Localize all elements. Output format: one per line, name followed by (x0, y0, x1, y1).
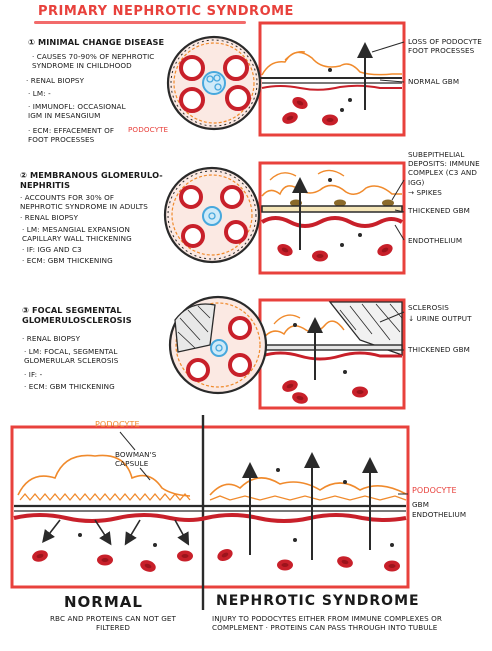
glomerulus-1 (166, 35, 262, 131)
section-1-line: · RENAL BIOPSY (26, 76, 85, 85)
panel-minimal-change (258, 21, 406, 137)
label-thickened-gbm: THICKENED GBM (408, 206, 470, 215)
title-underline (34, 21, 246, 24)
glomerulus-3 (168, 295, 268, 395)
section-2-line: · ECM: GBM THICKENING (22, 256, 113, 265)
section-1-line: FOOT PROCESSES (28, 135, 95, 144)
section-2-heading: ② MEMBRANOUS GLOMERULO- NEPHRITIS (20, 170, 163, 190)
glomerulus-2 (163, 166, 261, 264)
label-normal-gbm: NORMAL GBM (408, 77, 460, 86)
label-gbm-right: GBM (412, 500, 430, 509)
label-podocyte-right: PODOCYTE (412, 486, 457, 495)
page-title: PRIMARY NEPHROTIC SYNDROME (38, 4, 294, 19)
nephrotic-description: INJURY TO PODOCYTES EITHER FROM IMMUNE C… (212, 614, 443, 633)
panel-fsgs (258, 298, 406, 410)
section-2-line: · IF: IgG AND C3 (22, 245, 82, 254)
section-3-line: · IF: - (24, 370, 43, 379)
normal-title: NORMAL (64, 593, 143, 611)
section-2-line: · ACCOUNTS FOR 30% OF (20, 193, 115, 202)
section-2-line: · RENAL BIOPSY (20, 213, 79, 222)
ecm-podocyte-highlight: PODOCYTE (128, 125, 169, 134)
panel-membranous (258, 161, 406, 275)
comparison-diagram (10, 415, 410, 610)
section-3-heading: ③ FOCAL SEGMENTAL GLOMERULOSCLEROSIS (22, 305, 132, 325)
section-1-line: SYNDROME IN CHILDHOOD (32, 61, 132, 70)
label-loss-foot-processes: LOSS OF PODOCYTE FOOT PROCESSES (408, 37, 482, 56)
normal-description: RBC AND PROTEINS CAN NOT GET FILTERED (49, 614, 177, 633)
section-3-line: GLOMERULAR SCLEROSIS (24, 356, 119, 365)
section-2-line: CAPILLARY WALL THICKENING (22, 234, 132, 243)
label-sclerosis: SCLEROSIS (408, 303, 449, 312)
bottom-frame (10, 425, 410, 589)
section-1-line: · LM: - (28, 89, 51, 98)
label-urine-output: ↓ URINE OUTPUT (408, 314, 472, 323)
label-bowmans-capsule: BOWMAN'S CAPSULE (115, 450, 157, 469)
label-podocyte-top: PODOCYTE (95, 420, 140, 429)
section-1-heading: ① MINIMAL CHANGE DISEASE (28, 37, 165, 47)
section-1-line: IgM IN MESANGIUM (28, 111, 101, 120)
section-1-line: · IMMUNOFL: OCCASIONAL (28, 102, 126, 111)
section-3-line: · RENAL BIOPSY (22, 334, 81, 343)
section-3-line: · LM: FOCAL, SEGMENTAL (24, 347, 118, 356)
label-endothelium: ENDOTHELIUM (408, 236, 463, 245)
section-1-line: · ECM: EFFACEMENT OF (28, 126, 115, 135)
label-spikes: → SPIKES (408, 188, 442, 197)
nephrotic-title: NEPHROTIC SYNDROME (216, 593, 420, 609)
section-2-line: · LM: MESANGIAL EXPANSION (22, 225, 130, 234)
label-subepithelial-deposits: SUBEPITHELIAL DEPOSITS: IMMUNE COMPLEX (… (408, 150, 480, 187)
section-1-line: · CAUSES 70-90% OF NEPHROTIC (32, 52, 155, 61)
section-2-line: NEPHROTIC SYNDROME IN ADULTS (20, 202, 148, 211)
label-thickened-gbm-3: THICKENED GBM (408, 345, 470, 354)
section-3-line: · ECM: GBM THICKENING (24, 382, 115, 391)
label-endothelium-right: ENDOTHELIUM (412, 510, 467, 519)
